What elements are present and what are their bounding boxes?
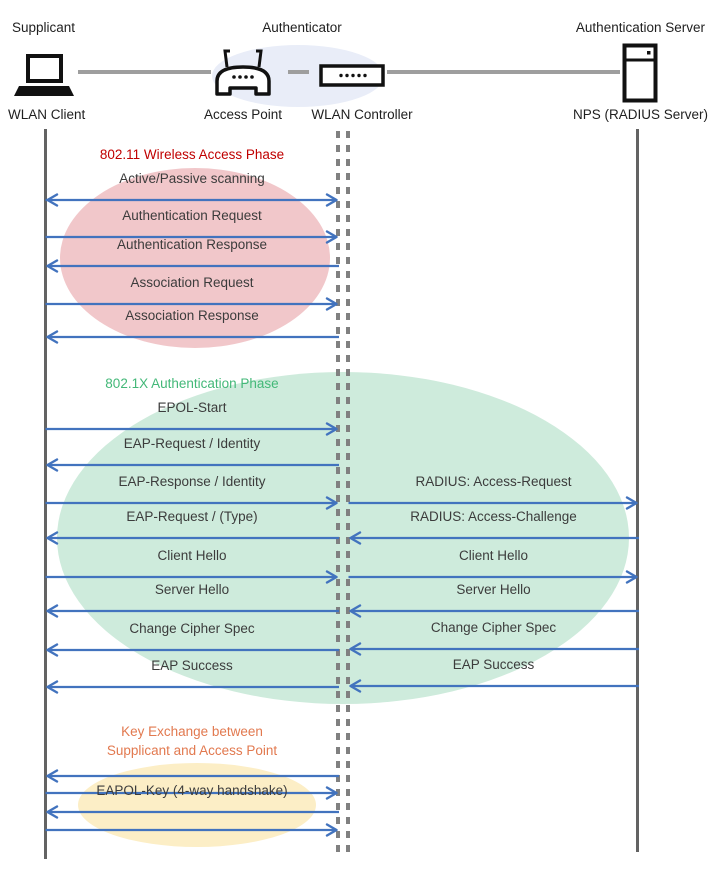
message-unlabeled — [45, 823, 339, 837]
message-association-response: Association Response — [45, 308, 339, 344]
message-authentication-request: Authentication Request — [45, 208, 339, 244]
role-label-supplicant: Supplicant — [12, 20, 76, 35]
node-label-nps: NPS (RADIUS Server) — [572, 107, 708, 122]
phase-title-key-exchange: Key Exchange between Supplicant and Acce… — [45, 722, 339, 760]
message-arrow-left — [46, 458, 339, 472]
lifeline-access-point-dashed — [336, 131, 340, 855]
message-label: Active/Passive scanning — [119, 171, 265, 186]
message-change-cipher-spec: Change Cipher Spec — [348, 620, 639, 656]
phase-title-key-exchange-line1: Key Exchange between — [121, 724, 263, 739]
message-arrow-right — [45, 570, 338, 584]
message-arrow-right — [45, 823, 338, 837]
message-arrow-left — [349, 642, 639, 656]
message-server-hello: Server Hello — [45, 582, 339, 618]
message-arrow-left — [349, 604, 639, 618]
message-arrow-left — [46, 259, 339, 273]
message-epol-start: EPOL-Start — [45, 400, 339, 436]
message-eap-response-identity: EAP-Response / Identity — [45, 474, 339, 510]
message-arrow-left — [349, 679, 639, 693]
message-label: EPOL-Start — [157, 400, 227, 415]
message-eap-request-identity: EAP-Request / Identity — [45, 436, 339, 472]
lifeline-wlan-client — [44, 129, 47, 859]
lifeline-wlan-controller-dashed — [346, 131, 350, 855]
message-server-hello: Server Hello — [348, 582, 639, 618]
node-label-access-point: Access Point — [203, 107, 283, 122]
message-arrow-right — [348, 570, 638, 584]
message-label: Client Hello — [157, 548, 227, 563]
message-label: EAPOL-Key (4-way handshake) — [96, 783, 288, 798]
phase-title-80211-wireless-access: 802.11 Wireless Access Phase — [99, 147, 285, 162]
server-icon — [622, 43, 658, 103]
message-unlabeled — [45, 769, 339, 783]
message-arrow-left — [46, 680, 339, 694]
message-eap-success: EAP Success — [45, 658, 339, 694]
message-label: Client Hello — [458, 548, 529, 563]
message-eap-request-type: EAP-Request / (Type) — [45, 509, 339, 545]
message-label: Authentication Response — [116, 237, 268, 252]
node-label-wlan-client: WLAN Client — [8, 107, 86, 122]
message-label: EAP Success — [151, 658, 233, 673]
message-arrow-left — [46, 805, 339, 819]
message-association-request: Association Request — [45, 275, 339, 311]
message-label: Authentication Request — [122, 208, 262, 223]
message-label: RADIUS: Access-Challenge — [410, 509, 577, 524]
message-arrow-right — [45, 422, 338, 436]
message-label: EAP-Request / Identity — [123, 436, 261, 451]
laptop-icon — [14, 54, 74, 96]
message-arrow-left — [46, 531, 339, 545]
link-controller-to-server — [387, 70, 620, 74]
message-arrow-right — [348, 496, 638, 510]
role-label-authenticator: Authenticator — [262, 20, 342, 35]
wlan-controller-icon — [319, 64, 385, 87]
message-change-cipher-spec: Change Cipher Spec — [45, 621, 339, 657]
message-arrow-right — [45, 297, 338, 311]
message-client-hello: Client Hello — [45, 548, 339, 584]
message-label: EAP-Request / (Type) — [126, 509, 258, 524]
message-arrow-right — [45, 496, 338, 510]
message-label: Server Hello — [154, 582, 230, 597]
message-radius-access-challenge: RADIUS: Access-Challenge — [348, 509, 639, 545]
access-point-icon — [215, 49, 271, 96]
lifeline-radius-server — [636, 129, 639, 852]
link-client-to-ap — [78, 70, 211, 74]
role-label-authentication-server: Authentication Server — [575, 20, 705, 35]
message-arrow-right — [45, 786, 338, 800]
message-arrow-left — [349, 531, 639, 545]
message-label: RADIUS: Access-Request — [415, 474, 572, 489]
message-radius-access-request: RADIUS: Access-Request — [348, 474, 639, 510]
message-unlabeled — [45, 786, 339, 800]
message-label: Change Cipher Spec — [129, 621, 255, 636]
phase-title-key-exchange-line2: Supplicant and Access Point — [106, 743, 278, 758]
phase-title-8021x-authentication: 802.1X Authentication Phase — [105, 376, 279, 391]
message-arrow-right — [45, 230, 338, 244]
message-eapol-key-4-way-handshake: EAPOL-Key (4-way handshake) — [45, 783, 339, 819]
link-ap-to-controller — [288, 70, 309, 74]
message-label: Association Request — [130, 275, 254, 290]
message-arrow-both — [45, 193, 338, 207]
message-active-passive-scanning: Active/Passive scanning — [45, 171, 339, 207]
message-arrow-left — [46, 330, 339, 344]
message-label: Change Cipher Spec — [430, 620, 557, 635]
node-label-wlan-controller: WLAN Controller — [311, 107, 413, 122]
message-arrow-left — [46, 769, 339, 783]
message-authentication-response: Authentication Response — [45, 237, 339, 273]
message-label: EAP-Response / Identity — [118, 474, 266, 489]
message-label: Server Hello — [456, 582, 531, 597]
wireless-access-phase-ellipse — [60, 168, 330, 348]
message-label: Association Response — [125, 308, 259, 323]
message-arrow-left — [46, 643, 339, 657]
message-client-hello: Client Hello — [348, 548, 639, 584]
message-arrow-left — [46, 604, 339, 618]
message-label: EAP Success — [452, 657, 535, 672]
message-eap-success: EAP Success — [348, 657, 639, 693]
